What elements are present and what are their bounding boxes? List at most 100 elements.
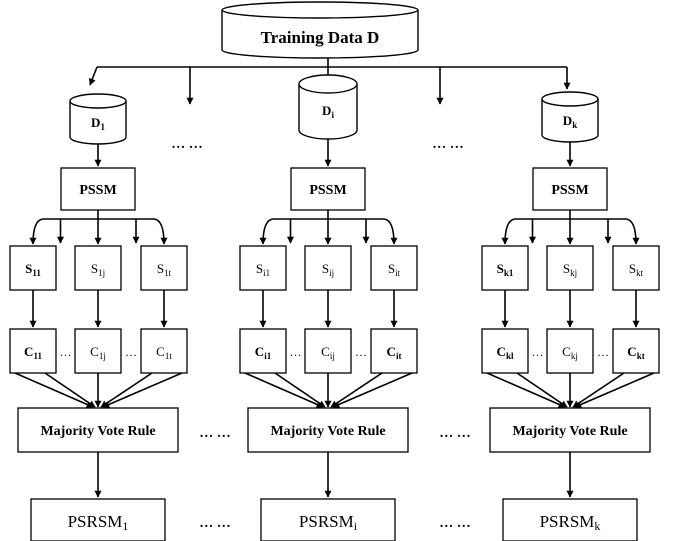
classifier-label-3-1-main: C xyxy=(497,344,506,359)
majority-vote-label-2: Majority Vote Rule xyxy=(270,424,385,439)
model-ellipsis-1: … … xyxy=(199,516,231,531)
classifier-label-3-3-main: C xyxy=(627,344,636,359)
classifier-label-2-2-subscript: ij xyxy=(330,351,335,361)
subset-label-3-1-subscript: k1 xyxy=(504,268,514,278)
subset-label-1-1: S11 xyxy=(25,261,41,278)
classifier-box-2-2 xyxy=(304,328,352,374)
classifier-label-1-3-main: C xyxy=(156,344,165,359)
subset-label-1-3-main: S xyxy=(157,261,164,276)
subset-db-3 xyxy=(541,91,599,143)
classifier-box-2-3 xyxy=(370,328,418,374)
subset-label-2-3-main: S xyxy=(388,261,395,276)
vote-ellipsis-1: … … xyxy=(199,426,231,441)
classifier-label-3-3: Ckt xyxy=(627,344,644,361)
classifier-label-2-3-subscript: it xyxy=(396,351,402,361)
model-label-1: PSRSM1 xyxy=(68,512,129,533)
subset-label-1-2-subscript: 1j xyxy=(98,268,105,278)
classifier-label-1-2: C1j xyxy=(90,344,106,361)
vote-ellipsis-2: … … xyxy=(439,426,471,441)
classifier-label-1-3-subscript: 1t xyxy=(165,351,173,361)
arrow-to-subset-right-2 xyxy=(383,218,398,245)
classifier-box-1-2 xyxy=(74,328,122,374)
pssm-label-1: PSSM xyxy=(79,183,116,198)
converge-arrow-left-outer-3 xyxy=(486,372,566,408)
arrow-to-subset-left-2 xyxy=(259,218,274,245)
pssm-label-2: PSSM xyxy=(309,183,346,198)
subset-label-2-2-main: S xyxy=(322,261,329,276)
model-label-1-main: PSRSM xyxy=(68,512,123,531)
subset-box-1-2 xyxy=(74,245,122,291)
subset-db-label-2-subscript: i xyxy=(331,110,334,120)
subset-label-3-1: Sk1 xyxy=(497,261,514,278)
subset-label-2-1-main: S xyxy=(256,261,263,276)
model-label-3: PSRSMk xyxy=(540,512,601,533)
converge-arrow-left-inner-1 xyxy=(44,372,96,408)
subset-db-label-1-main: D xyxy=(91,115,100,130)
classifier-box-3-3 xyxy=(612,328,660,374)
training-data-label: Training Data D xyxy=(261,28,380,47)
classifier-label-2-1-subscript: i1 xyxy=(264,351,272,361)
subset-label-1-3: S1t xyxy=(157,261,172,278)
subset-label-1-1-main: S xyxy=(25,261,32,276)
converge-arrow-left-inner-2 xyxy=(274,372,326,408)
classifier-label-2-2: Cij xyxy=(321,344,335,361)
arrow-to-subset-left-3 xyxy=(501,218,516,245)
subset-db-label-3-main: D xyxy=(563,113,572,128)
classifier-ellipsis-a-2: … xyxy=(290,345,302,359)
classifier-box-3-2 xyxy=(546,328,594,374)
classifier-ellipsis-b-3: … xyxy=(597,345,609,359)
model-label-3-subscript: k xyxy=(594,519,600,533)
db-ellipsis-2: … … xyxy=(432,137,464,152)
subset-db-1 xyxy=(69,93,127,145)
classifier-ellipsis-a-1: … xyxy=(60,345,72,359)
subset-label-1-3-subscript: 1t xyxy=(164,268,172,278)
model-label-1-subscript: 1 xyxy=(122,519,128,533)
subset-box-3-3 xyxy=(612,245,660,291)
subset-db-label-3-subscript: k xyxy=(572,120,577,130)
classifier-label-3-2: Ckj xyxy=(562,344,578,361)
subset-label-2-2: Sij xyxy=(322,261,334,278)
model-label-2-subscript: i xyxy=(354,519,358,533)
subset-db-label-1: D1 xyxy=(91,115,105,132)
converge-arrow-left-inner-3 xyxy=(516,372,568,408)
classifier-ellipsis-b-2: … xyxy=(355,345,367,359)
subset-box-1-3 xyxy=(140,245,188,291)
training-data-database xyxy=(221,1,419,59)
subset-box-2-2 xyxy=(304,245,352,291)
model-box-1 xyxy=(30,498,166,541)
classifier-box-1-3 xyxy=(140,328,188,374)
arrow-to-subset-right-3 xyxy=(625,218,640,245)
subset-box-3-1 xyxy=(481,245,529,291)
subset-label-1-2-main: S xyxy=(91,261,98,276)
classifier-label-2-2-main: C xyxy=(321,344,330,359)
classifier-box-3-1 xyxy=(481,328,529,374)
classifier-ellipsis-a-3: … xyxy=(532,345,544,359)
subset-label-2-1-subscript: i1 xyxy=(263,268,270,278)
pssm-box-2 xyxy=(290,167,366,211)
majority-vote-box-2 xyxy=(247,407,409,453)
subset-label-1-2: S1j xyxy=(91,261,105,278)
subset-db-label-2: Di xyxy=(322,103,334,120)
classifier-label-1-2-main: C xyxy=(90,344,99,359)
subset-label-3-2-main: S xyxy=(563,261,570,276)
connector-lines xyxy=(14,50,655,498)
subset-box-2-1 xyxy=(239,245,287,291)
majority-vote-box-3 xyxy=(489,407,651,453)
classifier-label-1-1: C11 xyxy=(24,344,42,361)
majority-vote-label-3: Majority Vote Rule xyxy=(512,424,627,439)
subset-label-2-3: Sit xyxy=(388,261,401,278)
classifier-box-2-1 xyxy=(239,328,287,374)
classifier-label-1-1-main: C xyxy=(24,344,33,359)
arrow-to-subset-left-1 xyxy=(29,218,44,245)
subset-label-3-2-subscript: kj xyxy=(570,268,577,278)
subset-db-label-3: Dk xyxy=(563,113,577,130)
model-box-2 xyxy=(260,498,396,541)
diagram-nodes: Training Data D… …… …D1PSSMS11C11S1jC1jS… xyxy=(9,1,660,541)
subset-label-2-1: Si1 xyxy=(256,261,270,278)
classifier-label-3-1: Ckl xyxy=(497,344,514,361)
classifier-label-2-3-main: C xyxy=(387,344,396,359)
classifier-label-3-3-subscript: kt xyxy=(637,351,645,361)
model-label-2-main: PSRSM xyxy=(299,512,354,531)
subset-db-2 xyxy=(298,74,358,140)
